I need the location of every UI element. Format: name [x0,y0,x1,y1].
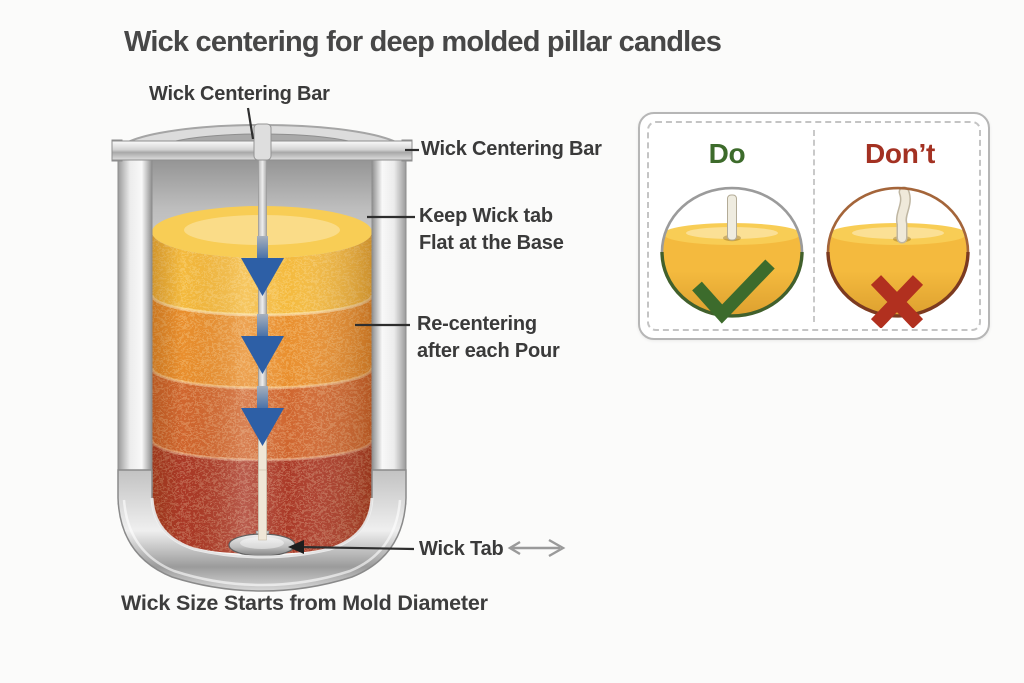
page-title: Wick centering for deep molded pillar ca… [124,26,722,58]
caption-wick-size: Wick Size Starts from Mold Diameter [121,591,488,615]
label-recentering-line1: Re-centering [417,313,537,335]
leader-lines [246,107,419,551]
pour-arrow-2 [241,314,284,374]
do-dont-panel: Do Don’t [638,112,990,340]
pour-arrow-1 [241,236,284,296]
straight-wick [727,194,737,241]
panel-divider [813,130,815,322]
diameter-arrow-icon [507,538,566,558]
do-candle-illustration [660,186,804,324]
mold-wall-right [371,151,407,505]
do-heading: Do [708,138,746,169]
crooked-wick [897,188,910,242]
label-keep-wick-tab: Keep Wick tab Flat at the Base [419,203,564,257]
label-recentering: Re-centering after each Pour [417,311,560,365]
check-icon [692,259,775,324]
leader-wick-tab [297,545,415,551]
leader-top-bar [246,107,255,140]
label-wick-tab: Wick Tab [419,538,504,560]
dont-candle-illustration [826,186,970,328]
mold-wall-left [117,151,153,505]
pour-direction-arrows [241,236,284,446]
label-wick-centering-bar-top: Wick Centering Bar [149,83,330,105]
label-keep-wick-tab-line2: Flat at the Base [419,232,564,254]
label-wick-centering-bar-right: Wick Centering Bar [421,138,602,160]
label-keep-wick-tab-line1: Keep Wick tab [419,205,553,227]
x-icon [870,275,924,328]
dont-heading: Don’t [864,138,936,169]
wick-tab-pointer-arrowhead [288,540,304,554]
pour-arrow-3 [241,386,284,446]
label-recentering-line2: after each Pour [417,340,560,362]
wick-centering-bar-graphic [111,123,413,162]
wick-holder-peg [253,123,272,161]
